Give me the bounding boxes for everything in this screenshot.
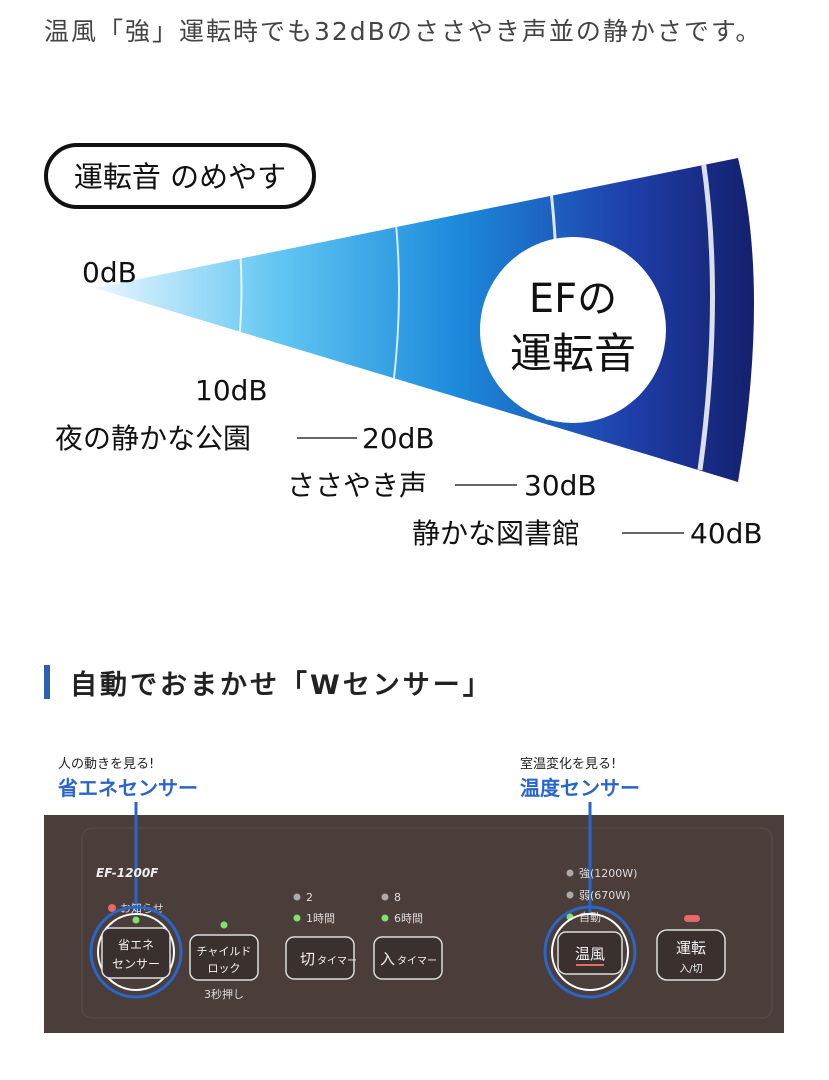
timer-indicator-1h: 1時間 xyxy=(306,912,335,925)
eco-sensor-label-1: 省エネ xyxy=(118,938,154,952)
on-timer-button[interactable]: 入 タイマー xyxy=(373,936,443,980)
noise-badge-text: 運転音 のめやす xyxy=(74,160,286,194)
notice-led xyxy=(108,904,116,912)
child-lock-label-1: チャイルド xyxy=(197,945,252,958)
intro-text: 温風「強」運転時でも32dBのささやき声並の静かさです。 xyxy=(44,17,763,46)
control-panel-body xyxy=(44,815,784,1033)
noise-badge: 運転音 のめやす xyxy=(44,143,316,209)
timer-indicator-6h: 6時間 xyxy=(394,912,423,925)
heat-button-label: 温風 xyxy=(575,945,605,963)
temp-sensor-caption-small: 室温変化を見る! xyxy=(520,756,616,772)
timer-indicator-2: 2 xyxy=(306,891,313,904)
on-timer-main: 入 xyxy=(380,950,395,968)
label-20db: 20dB xyxy=(362,422,435,455)
power-indicator-auto: 自動 xyxy=(579,910,601,924)
label-night-park: 夜の静かな公園 xyxy=(55,422,251,455)
control-panel-figure: 人の動きを見る! 省エネセンサー 室温変化を見る! 温度センサー EF-1200… xyxy=(44,756,784,1033)
on-timer-sub: タイマー xyxy=(397,955,437,967)
label-40db: 40dB xyxy=(690,517,763,550)
heat-button[interactable]: 温風 xyxy=(543,905,637,999)
ef-noise-marker: EFの 運転音 xyxy=(480,237,666,423)
run-button[interactable]: 運転 入/切 xyxy=(656,929,726,981)
label-10db: 10dB xyxy=(195,374,268,407)
run-led xyxy=(684,915,700,922)
label-whisper: ささやき声 xyxy=(287,469,427,502)
run-button-label-1: 運転 xyxy=(676,939,706,957)
model-name: EF-1200F xyxy=(96,866,159,880)
label-0db: 0dB xyxy=(82,256,137,289)
noise-level-figure: 運転音 のめやす 0dB 10dB 夜の静かな公園 20dB ささやき声 30d… xyxy=(44,143,763,550)
eco-sensor-caption-small: 人の動きを見る! xyxy=(58,757,154,772)
eco-sensor-label-2: センサー xyxy=(112,957,160,971)
off-timer-sub: タイマー xyxy=(317,955,357,967)
section-heading: 自動でおまかせ「Wセンサー」 xyxy=(44,662,493,702)
eco-sensor-button[interactable]: 省エネ センサー xyxy=(89,905,183,999)
run-button-label-2: 入/切 xyxy=(679,963,702,975)
off-timer-main: 切 xyxy=(300,950,315,968)
child-lock-label-2: ロック xyxy=(208,962,241,975)
heading-accent-bar xyxy=(44,665,50,699)
power-indicator-weak: 弱(670W) xyxy=(579,889,630,902)
eco-sensor-caption-big: 省エネセンサー xyxy=(57,776,198,800)
label-library: 静かな図書館 xyxy=(412,517,580,550)
label-30db: 30dB xyxy=(524,469,597,502)
off-timer-button[interactable]: 切 タイマー xyxy=(285,936,357,980)
child-lock-button[interactable]: チャイルド ロック xyxy=(189,921,259,981)
section-title: 自動でおまかせ「Wセンサー」 xyxy=(70,669,493,701)
child-lock-note: 3秒押し xyxy=(204,987,244,1001)
power-indicator-strong: 強(1200W) xyxy=(579,867,637,880)
timer-indicator-8: 8 xyxy=(394,891,401,904)
temp-sensor-caption-big: 温度センサー xyxy=(520,776,640,800)
ef-marker-line1: EFの xyxy=(529,276,617,322)
ef-marker-line2: 運転音 xyxy=(510,329,636,378)
